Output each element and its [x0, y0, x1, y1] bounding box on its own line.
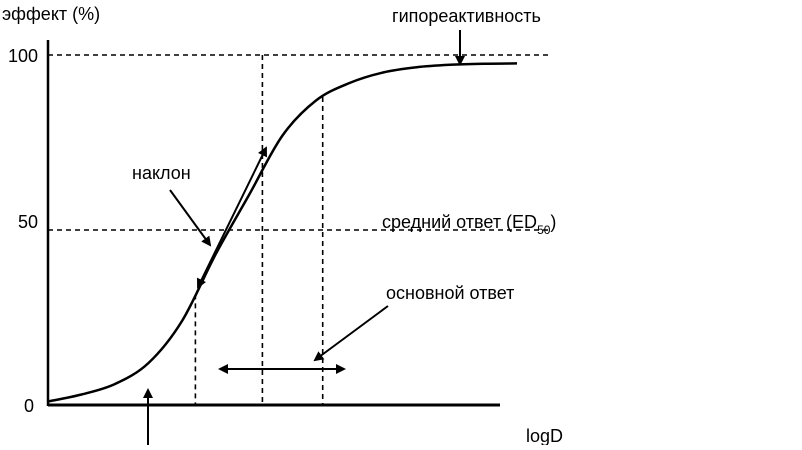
annotation-slope: наклон — [132, 163, 191, 183]
annotation-main-response: основной ответ — [386, 283, 514, 303]
main-response-pointer-arrow — [313, 305, 389, 362]
median-response-sub: 50 — [537, 223, 551, 237]
x-axis-label: logD — [526, 426, 563, 445]
y-axis-label: эффект (%) — [2, 4, 100, 24]
y-tick-label-50: 50 — [18, 212, 38, 232]
annotation-median-response: средний ответ (ED50) — [382, 212, 556, 237]
series-line — [47, 62, 518, 403]
slope-double-arrow — [197, 146, 267, 289]
slope-pointer-arrow — [169, 189, 212, 247]
median-response-close: ) — [550, 212, 556, 232]
y-tick-label-100: 100 — [8, 46, 38, 66]
annotation-hyporeactivity: гипореактивность — [392, 6, 541, 26]
y-tick-label-0: 0 — [24, 396, 34, 416]
median-response-main: средний ответ (ED — [382, 212, 537, 232]
